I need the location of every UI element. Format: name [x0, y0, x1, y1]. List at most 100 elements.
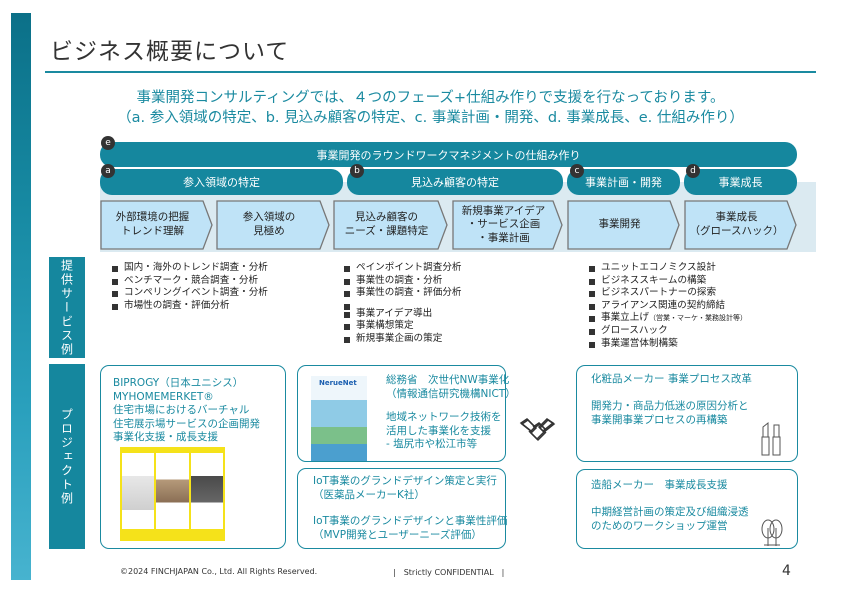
badge-a: a [101, 164, 115, 178]
text-line: （グロースハック） [689, 225, 784, 237]
brochure-logo: NerueNet [319, 379, 357, 387]
project-card-cosmetics: 化粧品メーカー 事業プロセス改革 開発力・商品力低迷の原因分析と 事業開事業プロ… [576, 365, 798, 462]
project-card-body: 中期経営計画の策定及び組織浸透 のためのワークショップ運営 [591, 506, 749, 533]
text-line: 住宅展示場サービスの企画開発 [113, 417, 260, 430]
phase-e-label: 事業開発のラウンドワークマネジメントの仕組み作り [316, 148, 581, 162]
text-line: ニーズ・課題特定 [344, 225, 429, 237]
project-card-head: 総務省 次世代NW事業化 （情報通信研究機構NICT） [386, 374, 516, 401]
text-line: BIPROGY（日本ユニシス） [113, 377, 244, 389]
handshake-icon [519, 418, 555, 441]
process-step-4: 新規事業アイデア・サービス企画・事業計画 [452, 200, 563, 250]
service-item: 市場性の調査・評価分析 [111, 300, 268, 313]
phase-a-label: 参入領域の特定 [183, 176, 260, 189]
phase-e-bar: 事業開発のラウンドワークマネジメントの仕組み作り [100, 142, 797, 167]
text-line: IoT事業のグランドデザイン策定と実行 [313, 475, 497, 487]
text-line: ・サービス企画 [466, 218, 541, 231]
page-number: 4 [782, 563, 791, 579]
lipstick-icon [761, 421, 781, 456]
project-card-biprogy: BIPROGY（日本ユニシス） MYHOMEMERKET® 住宅市場におけるバー… [100, 365, 286, 549]
process-step-2: 参入領域の見極め [216, 200, 330, 250]
service-item: ベンチマーク・競合調査・分析 [111, 275, 268, 288]
badge-b: b [350, 164, 364, 178]
text-line: 参入領域の [242, 211, 296, 224]
section-label-projects-text: プロジェクト例 [59, 407, 74, 506]
text-line: 中期経営計画の策定及び組織浸透 [591, 506, 749, 518]
footer-copyright: ©2024 FINCHJAPAN Co., Ltd. All Rights Re… [120, 567, 318, 576]
service-item: ビジネススキームの構築 [588, 275, 747, 288]
service-item: 事業立上げ（営業・マーケ・業務設計等） [588, 312, 747, 325]
service-item: 事業性の調査・評価分析 [343, 287, 462, 300]
chevron-shape [684, 200, 797, 250]
phase-d-bar: 事業成長 [684, 169, 797, 195]
text-line: 総務省 次世代NW事業化 [386, 374, 510, 386]
text-line: トレンド理解 [121, 225, 184, 237]
trees-icon [761, 519, 783, 546]
page-title: ビジネス概要について [50, 39, 290, 65]
process-step-1: 外部環境の把握トレンド理解 [100, 200, 213, 250]
process-step-5: 事業開発 [567, 200, 680, 250]
text-line: 見極め [253, 225, 285, 237]
chevron-shape [567, 200, 680, 250]
phase-c-bar: 事業計画・開発 [567, 169, 680, 195]
phase-c-label: 事業計画・開発 [585, 176, 662, 189]
text-line: 見込み顧客の [354, 211, 418, 224]
text-line: 事業化支援・成長支援 [113, 431, 218, 443]
service-list-2: ペインポイント調査分析 事業性の調査・分析 事業性の調査・評価分析 事業アイデア… [343, 262, 462, 346]
text-line: 事業成長 [715, 211, 758, 224]
project-card-text: BIPROGY（日本ユニシス） MYHOMEMERKET® 住宅市場におけるバー… [113, 377, 260, 445]
project-card-body: 開発力・商品力低迷の原因分析と 事業開事業プロセスの再構築 [591, 400, 749, 427]
project-card-head: 造船メーカー 事業成長支援 [591, 479, 728, 491]
text-line: MYHOMEMERKET® [113, 390, 214, 403]
section-label-projects: プロジェクト例 [49, 364, 85, 549]
app-screenshot-image [120, 447, 225, 541]
badge-d: d [686, 164, 700, 178]
service-item: 新規事業企画の策定 [343, 333, 462, 346]
text-line: 外部環境の把握 [115, 211, 190, 224]
service-item: 事業性の調査・分析 [343, 275, 462, 288]
service-list-3: ユニットエコノミクス設計 ビジネススキームの構築 ビジネスパートナーの探索 アラ… [588, 262, 747, 350]
subtitle-line-1: 事業開発コンサルティングでは、４つのフェーズ+仕組み作りで支援を行なっております… [136, 90, 725, 106]
text-line: 新規事業アイデア [461, 204, 546, 217]
service-item: 国内・海外のトレンド調査・分析 [111, 262, 268, 275]
phase-b-label: 見込み顧客の特定 [411, 176, 499, 189]
project-card-body: IoT事業のグランドデザインと事業性評価 （MVP開発とユーザーニーズ評価） [313, 515, 507, 542]
service-item: 事業構想策定 [343, 320, 462, 333]
service-list-1: 国内・海外のトレンド調査・分析ベンチマーク・競合調査・分析コンペリングイベント調… [111, 262, 268, 312]
project-card-iot: IoT事業のグランドデザイン策定と実行 （医薬品メーカーK社） IoT事業のグラ… [297, 468, 507, 549]
process-step-label: 見込み顧客のニーズ・課題特定 [345, 211, 436, 238]
text-line: （MVP開発とユーザーニーズ評価） [313, 528, 482, 541]
text-line: 活用した事業化を支援 [386, 424, 491, 437]
process-step-label: 参入領域の見極め [243, 211, 304, 238]
service-item: ユニットエコノミクス設計 [588, 262, 747, 275]
text-line: IoT事業のグランドデザインと事業性評価 [313, 515, 508, 527]
brochure-image: NerueNet [311, 376, 367, 461]
chevron-shape [333, 200, 448, 250]
project-card-body: 地域ネットワーク技術を 活用した事業化を支援 - 塩尻市や松江市等 [386, 411, 502, 452]
badge-c: c [570, 164, 584, 178]
service-item: コンペリングイベント調査・分析 [111, 287, 268, 300]
text-line: （情報通信研究機構NICT） [386, 387, 516, 400]
project-card-head: IoT事業のグランドデザイン策定と実行 （医薬品メーカーK社） [313, 475, 497, 502]
badge-e: e [101, 136, 115, 150]
footer-confidential: | Strictly CONFIDENTIAL | [393, 568, 505, 577]
chevron-shape [100, 200, 213, 250]
process-step-3: 見込み顧客のニーズ・課題特定 [333, 200, 448, 250]
process-step-label: 外部環境の把握トレンド理解 [116, 211, 198, 238]
service-item-text: 事業立上げ [601, 312, 649, 324]
title-divider [45, 71, 816, 73]
service-item: 事業アイデア導出 [343, 308, 462, 321]
process-step-label: 事業成長（グロースハック） [690, 211, 792, 238]
process-step-label: 事業開発 [599, 218, 649, 232]
text-line: 事業開事業プロセスの再構築 [591, 413, 728, 426]
subtitle-line-2: （a. 参入領域の特定、b. 見込み顧客の特定、c. 事業計画・開発、d. 事業… [117, 110, 744, 126]
text-line: 地域ネットワーク技術を [386, 411, 502, 423]
text-line: 事業開発 [598, 218, 641, 231]
section-label-services: 提供サービス例 [49, 257, 85, 358]
service-item-note: （営業・マーケ・業務設計等） [648, 314, 747, 323]
process-step-6: 事業成長（グロースハック） [684, 200, 797, 250]
project-card-head: 化粧品メーカー 事業プロセス改革 [591, 373, 752, 385]
text-line: - 塩尻市や松江市等 [386, 438, 478, 450]
project-card-mic: NerueNet 総務省 次世代NW事業化 （情報通信研究機構NICT） 地域ネ… [297, 365, 556, 462]
text-line: 開発力・商品力低迷の原因分析と [591, 400, 749, 412]
phase-d-label: 事業成長 [718, 176, 763, 189]
